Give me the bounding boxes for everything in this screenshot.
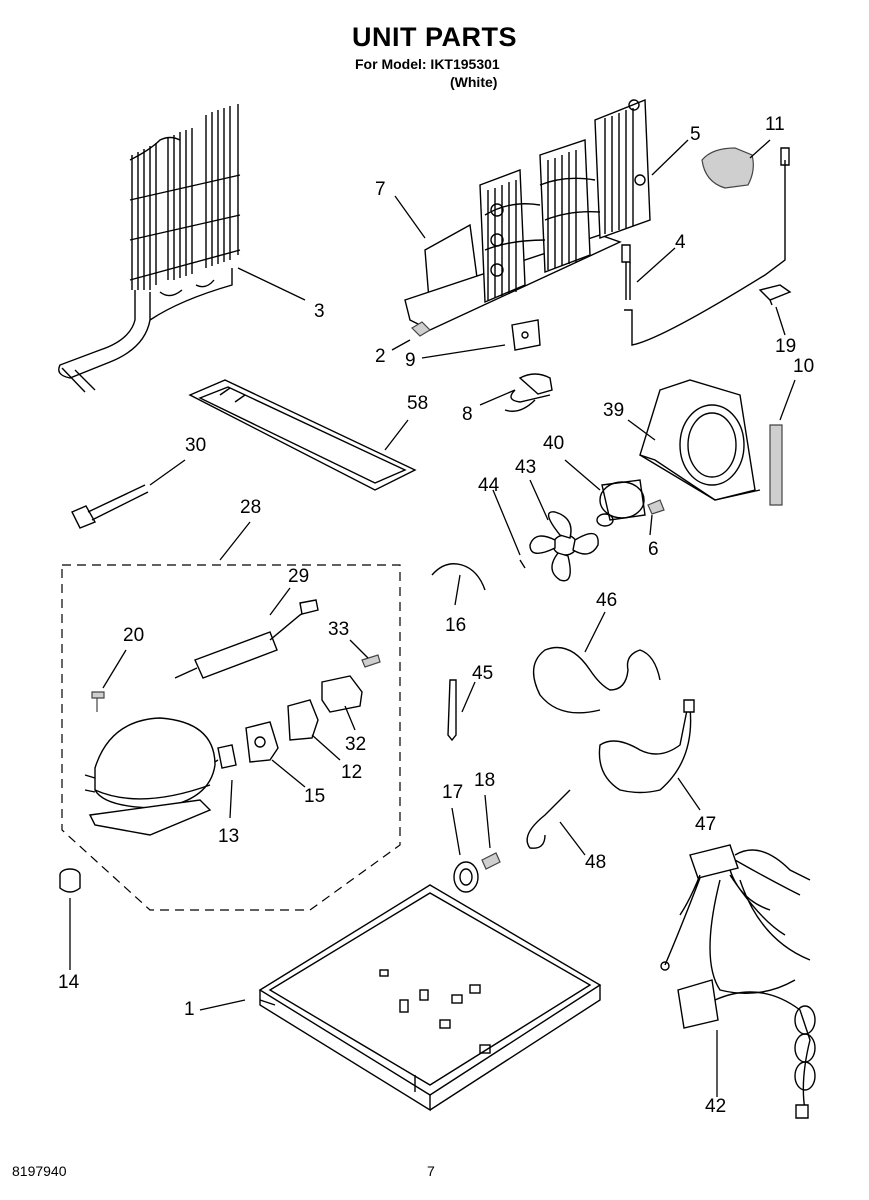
relay-cover-drawing [321,675,363,713]
callout-32: 32 [345,734,367,755]
callout-39: 39 [603,400,625,421]
pin-drawing [447,679,457,742]
foam-pad-drawing [701,147,754,189]
fan-motor-drawing [596,479,665,527]
fan-shroud-drawing [639,379,761,501]
callout-43: 43 [515,457,537,478]
callout-6: 6 [648,539,659,560]
overload-drawing [245,721,279,763]
callout-42: 42 [705,1096,727,1117]
wire-harness-drawing [660,844,816,1119]
callout-2: 2 [375,346,386,367]
callout-19: 19 [775,336,797,357]
callout-44: 44 [478,475,500,496]
document-number: 8197940 [12,1163,67,1179]
callout-45: 45 [472,663,494,684]
suction-tube-drawing [532,646,661,714]
callout-13: 13 [218,826,240,847]
callout-29: 29 [288,566,310,587]
callout-40: 40 [543,433,565,454]
callout-5: 5 [690,124,701,145]
callout-15: 15 [304,786,326,807]
relay-drawing [287,699,319,741]
small-hardware-drawing [411,319,541,351]
thermistor-lead-drawing [621,147,790,346]
callout-18: 18 [474,770,496,791]
filter-drier-drawing [174,599,319,679]
grommet-drawing [59,868,81,893]
condenser-coil-drawing [58,104,241,393]
callout-20: 20 [123,625,145,646]
callout-9: 9 [405,350,416,371]
callout-12: 12 [341,762,363,783]
defrost-heater-drawing [504,373,553,412]
callout-1: 1 [184,999,195,1020]
callout-14: 14 [58,972,80,993]
roller-drawing [453,861,479,893]
base-pan-drawing [258,884,602,1112]
ground-screw-drawing [91,691,105,712]
callout-10: 10 [793,356,815,377]
callout-17: 17 [442,782,464,803]
callout-33: 33 [328,619,350,640]
model-line: For Model: IKT195301 [355,56,500,72]
callout-46: 46 [596,590,618,611]
callout-30: 30 [185,435,207,456]
page-number: 7 [427,1163,435,1179]
page-title: UNIT PARTS [352,22,517,52]
callout-3: 3 [314,301,325,322]
discharge-tube-drawing [526,789,571,849]
evaporator-drawing [404,98,651,331]
fan-blade-drawing [519,511,599,582]
relay-screw-drawing [361,654,381,668]
roller-bolt-drawing [481,852,501,870]
clip-drawing [758,284,792,306]
compressor-drawing [84,717,216,836]
callout-16: 16 [445,615,467,636]
callout-7: 7 [375,179,386,200]
callout-28: 28 [240,497,262,518]
color-line: (White) [450,74,498,90]
compressor-group-outline [61,564,401,911]
callout-58: 58 [407,393,429,414]
callout-4: 4 [675,232,686,253]
callout-8: 8 [462,404,473,425]
cable-tie-drawing [71,484,149,529]
wire-clip-drawing [431,563,486,591]
callout-48: 48 [585,852,607,873]
callout-11: 11 [765,114,785,135]
callout-47: 47 [695,814,717,835]
gasket-strip-drawing [769,424,783,506]
capillary-tube-drawing [598,704,692,794]
leader-lines [69,139,796,1097]
drain-pan-drawing [188,379,417,491]
